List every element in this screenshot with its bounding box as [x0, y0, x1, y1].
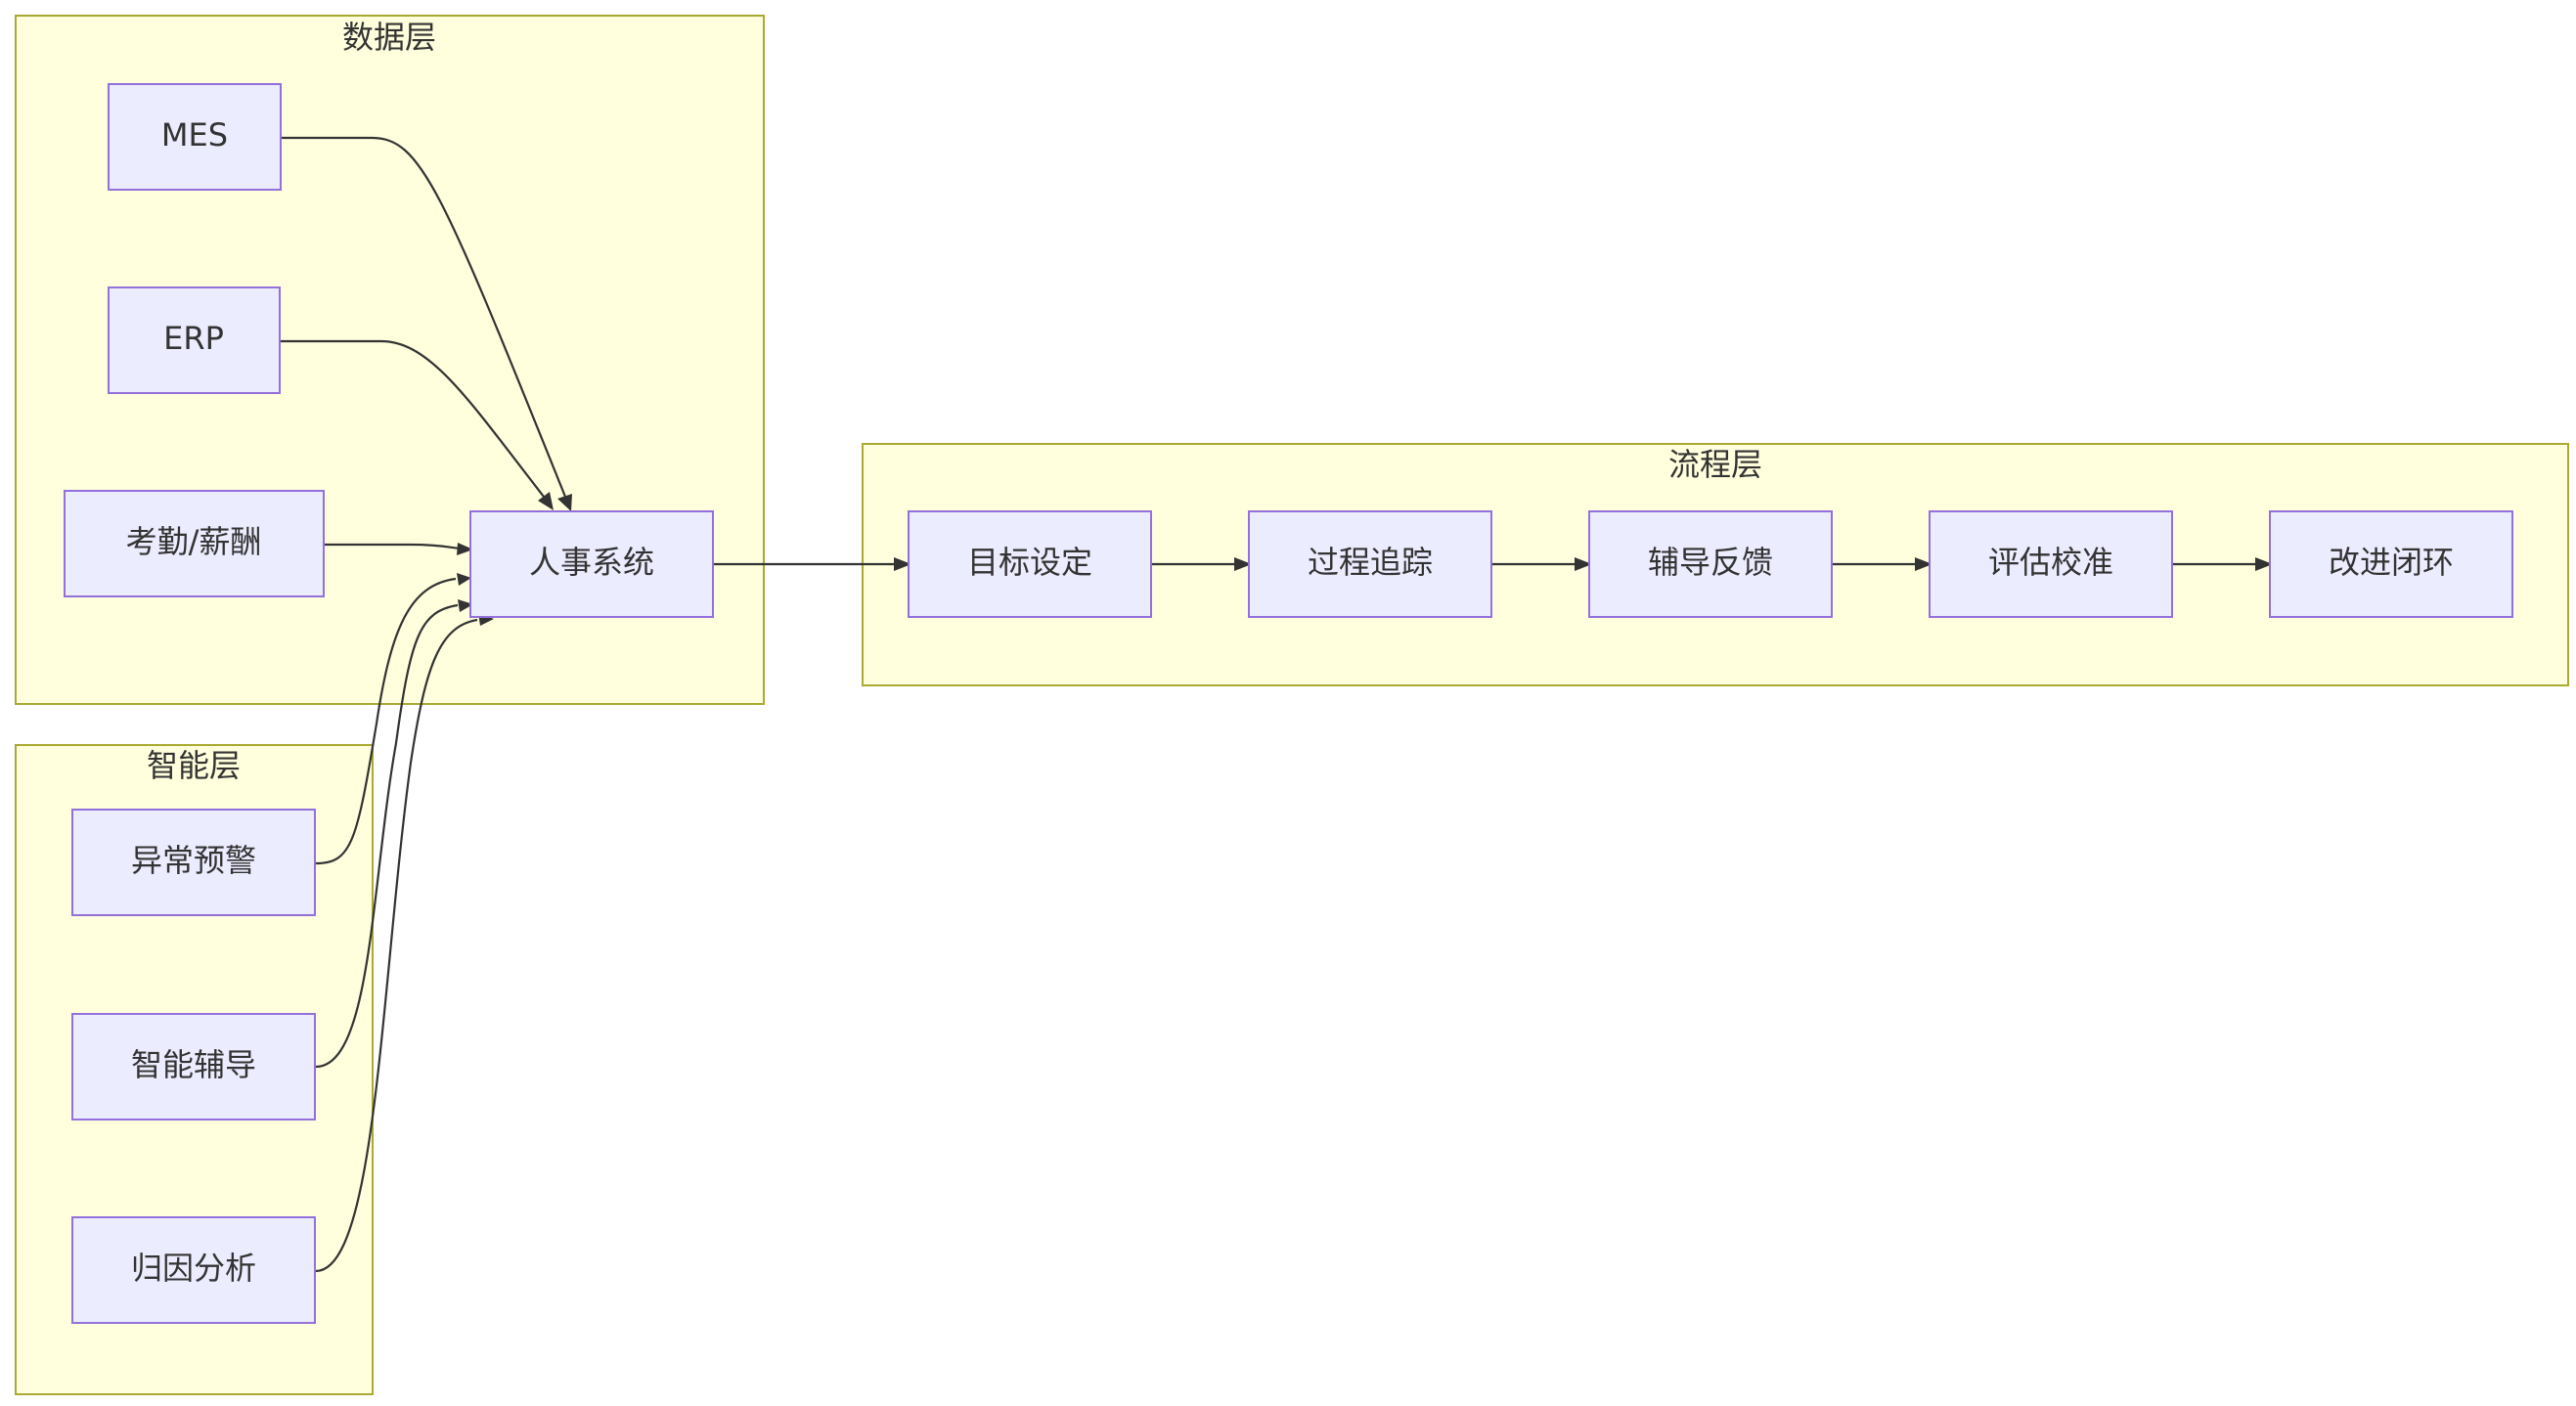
node-goal-setting-label: 目标设定 — [967, 544, 1092, 581]
node-erp[interactable]: ERP — [108, 286, 281, 394]
node-hr-system[interactable]: 人事系统 — [469, 510, 714, 618]
arrow-alert-to-hr — [457, 573, 471, 586]
node-erp-label: ERP — [163, 320, 224, 357]
node-attribution-analysis[interactable]: 归因分析 — [71, 1216, 316, 1324]
arrow-track-to-feedback — [1575, 557, 1592, 571]
arrow-goal-to-track — [1234, 557, 1252, 571]
edges — [281, 136, 2255, 1273]
node-evaluation-calibration-label: 评估校准 — [1988, 544, 2113, 581]
node-attribution-analysis-label: 归因分析 — [131, 1250, 256, 1287]
cluster-intelligence-layer-label: 智能层 — [147, 747, 241, 784]
arrow-attendance-to-hr — [457, 543, 473, 555]
node-improvement-loop-label: 改进闭环 — [2329, 544, 2454, 581]
edge-alert-to-hr — [315, 577, 457, 865]
arrow-mes-to-hr — [557, 494, 572, 511]
node-improvement-loop[interactable]: 改进闭环 — [2269, 510, 2513, 618]
cluster-process-layer-label: 流程层 — [1668, 446, 1762, 483]
edge-coach-to-hr — [315, 603, 459, 1069]
node-mes-label: MES — [161, 116, 228, 154]
node-smart-coaching-label: 智能辅导 — [131, 1046, 256, 1083]
node-mes[interactable]: MES — [108, 83, 282, 191]
node-goal-setting[interactable]: 目标设定 — [908, 510, 1152, 618]
arrow-erp-to-hr — [538, 492, 554, 510]
node-process-tracking-label: 过程追踪 — [1308, 544, 1433, 581]
arrow-feedback-to-evaluate — [1915, 557, 1932, 571]
arrow-hr-to-goal — [894, 557, 911, 571]
edge-attribution-to-hr — [315, 618, 478, 1273]
arrow-evaluate-to-improve — [2255, 557, 2273, 571]
node-attendance-payroll-label: 考勤/薪酬 — [126, 523, 262, 560]
node-attendance-payroll[interactable]: 考勤/薪酬 — [64, 490, 325, 597]
node-coaching-feedback[interactable]: 辅导反馈 — [1588, 510, 1833, 618]
node-coaching-feedback-label: 辅导反馈 — [1648, 544, 1773, 581]
node-hr-system-label: 人事系统 — [529, 544, 654, 581]
edge-attendance-to-hr — [325, 543, 461, 550]
node-smart-coaching[interactable]: 智能辅导 — [71, 1013, 316, 1120]
cluster-data-layer-label: 数据层 — [342, 19, 436, 56]
edge-mes-to-hr — [281, 136, 567, 498]
node-anomaly-alert-label: 异常预警 — [131, 842, 256, 879]
edge-erp-to-hr — [281, 339, 545, 498]
node-evaluation-calibration[interactable]: 评估校准 — [1929, 510, 2173, 618]
node-anomaly-alert[interactable]: 异常预警 — [71, 809, 316, 916]
arrow-coach-to-hr — [458, 599, 473, 612]
node-process-tracking[interactable]: 过程追踪 — [1248, 510, 1492, 618]
